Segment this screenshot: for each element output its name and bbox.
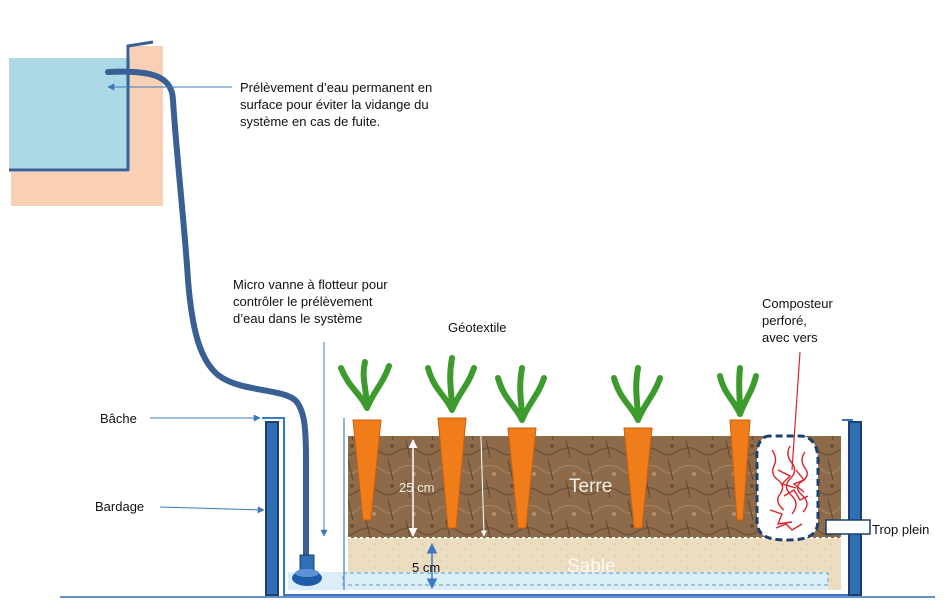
pond	[9, 40, 163, 206]
soil-depth-label: 25 cm	[399, 480, 435, 495]
liner	[262, 417, 853, 596]
water-intake-label: Prélèvement d’eau permanent en surface p…	[240, 80, 433, 129]
pond-water	[9, 58, 130, 169]
worm-icon	[769, 445, 809, 531]
carrot-icon	[717, 365, 759, 521]
overflow-pipe	[825, 519, 871, 535]
left-post	[265, 421, 279, 596]
tarp-label: Bâche	[100, 411, 137, 426]
water-reservoir	[288, 572, 828, 590]
carrots	[338, 355, 759, 529]
geotextile-label: Géotextile	[448, 320, 507, 335]
pond-wall-bottom	[11, 172, 163, 206]
cladding-arrow	[159, 506, 265, 514]
pond-liner	[9, 40, 154, 172]
composter-arrow	[791, 351, 801, 471]
carrot-icon	[495, 365, 547, 529]
carrot-icon	[338, 359, 392, 521]
drain-pipe	[342, 572, 829, 586]
geotextile-arrow	[477, 339, 487, 537]
carrot-icon	[611, 365, 663, 529]
supply-pipe	[105, 68, 309, 558]
float-valve-label: Micro vanne à flotteur pour contrôler le…	[233, 277, 388, 326]
float-valve-icon	[292, 554, 322, 586]
right-post	[848, 421, 862, 596]
overflow-label: Trop plein	[872, 522, 930, 537]
soil-label: Terre	[569, 476, 613, 497]
cladding-label: Bardage	[95, 499, 145, 514]
sand-depth-label: 5 cm	[412, 560, 441, 575]
composter-label: Composteur perforé, avec vers	[762, 296, 833, 345]
sand-label: Sable	[567, 556, 616, 577]
carrot-icon	[425, 355, 477, 529]
composter	[755, 434, 820, 542]
